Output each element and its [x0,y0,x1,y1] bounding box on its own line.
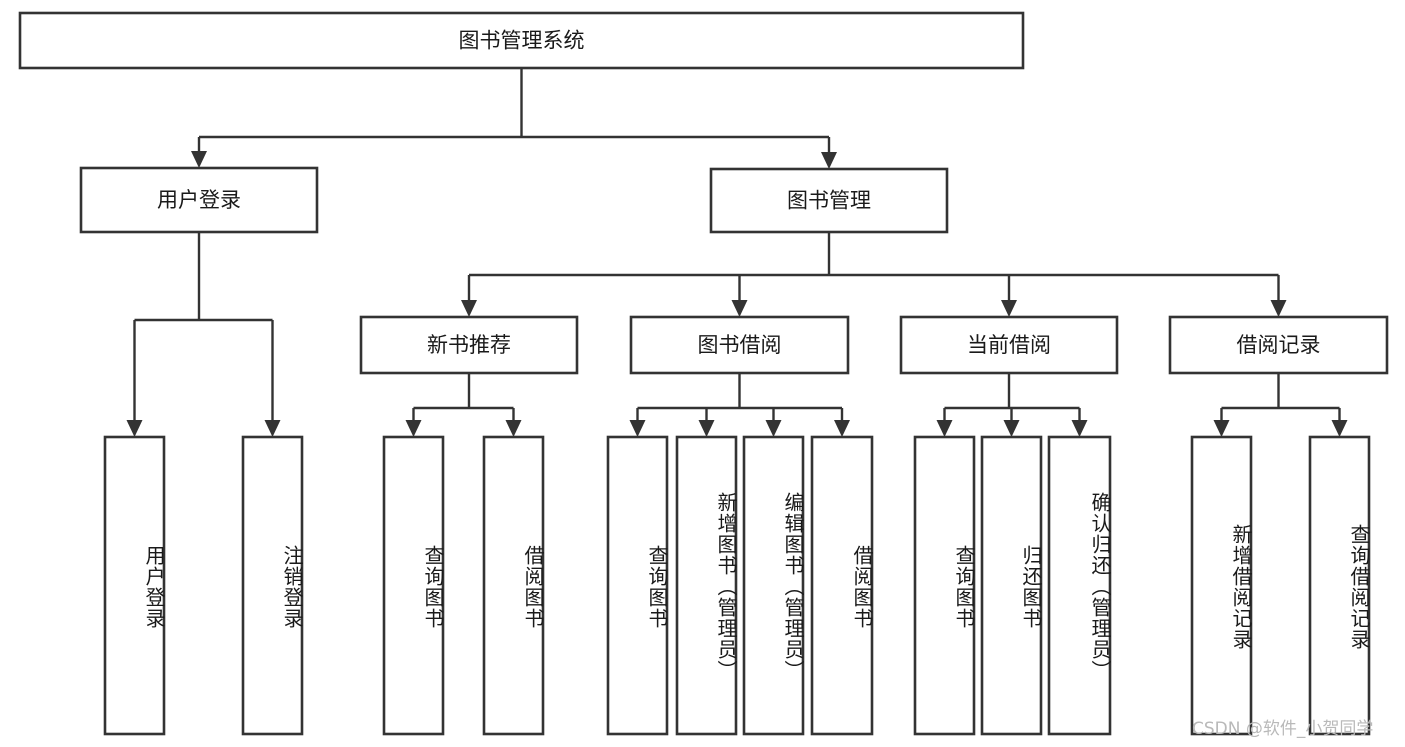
node-confirm-return-admin[interactable] [1047,435,1112,736]
node-query-book-2[interactable] [606,435,669,736]
arrow-head-new-book-recommend [461,300,477,317]
arrow-head-query-borrow-record [1331,420,1348,437]
node-root[interactable] [18,11,1025,70]
node-box-query-borrow-record[interactable] [1308,435,1371,736]
node-box-new-book-recommend[interactable] [359,315,579,375]
node-user-login-do[interactable] [103,435,166,736]
node-box-root[interactable] [18,11,1025,70]
arrow-head-query-book-1 [405,420,422,437]
node-box-borrow-records[interactable] [1168,315,1389,375]
node-box-book-borrow[interactable] [629,315,850,375]
arrow-head-book-borrow [731,300,748,317]
node-box-query-book-1[interactable] [382,435,445,736]
arrow-head-confirm-return-admin [1071,420,1088,437]
node-user-logout[interactable] [241,435,304,736]
node-query-book-3[interactable] [913,435,976,736]
node-add-borrow-record[interactable] [1190,435,1253,736]
node-borrow-book-1[interactable] [482,435,545,736]
arrow-head-edit-book-admin [765,420,782,437]
node-borrow-records[interactable] [1168,315,1389,375]
node-query-book-1[interactable] [382,435,445,736]
node-box-current-borrow[interactable] [899,315,1119,375]
node-box-add-borrow-record[interactable] [1190,435,1253,736]
node-borrow-book-2[interactable] [810,435,874,736]
arrow-head-return-book [1003,420,1020,437]
arrow-head-query-book-3 [936,420,953,437]
node-box-user-login-do[interactable] [103,435,166,736]
node-label-borrow-records: 借阅记录 [1237,333,1321,357]
watermark-text: CSDN @软件_小贺同学 [1192,719,1374,739]
node-add-book-admin[interactable] [675,435,738,736]
arrow-head-borrow-records [1270,300,1287,317]
arrow-head-user-login-do [126,420,143,437]
node-box-return-book[interactable] [980,435,1043,736]
node-box-user-logout[interactable] [241,435,304,736]
node-box-query-book-3[interactable] [913,435,976,736]
arrow-head-borrow-book-1 [505,420,522,437]
node-current-borrow[interactable] [899,315,1119,375]
node-box-borrow-book-1[interactable] [482,435,545,736]
node-new-book-recommend[interactable] [359,315,579,375]
arrow-head-book-management [821,152,837,169]
node-box-edit-book-admin[interactable] [742,435,805,736]
arrow-head-user-login [191,151,207,168]
node-box-add-book-admin[interactable] [675,435,738,736]
arrow-head-current-borrow [1001,300,1017,317]
node-return-book[interactable] [980,435,1043,736]
node-label-user-login: 用户登录 [157,188,241,212]
node-user-login[interactable] [79,166,319,234]
arrow-head-add-borrow-record [1213,420,1230,437]
node-box-user-login[interactable] [79,166,319,234]
arrow-head-query-book-2 [629,420,646,437]
node-box-confirm-return-admin[interactable] [1047,435,1112,736]
node-label-book-borrow: 图书借阅 [698,333,782,357]
arrow-head-borrow-book-2 [834,420,850,437]
node-edit-book-admin[interactable] [742,435,805,736]
node-label-book-management: 图书管理 [787,189,871,213]
arrow-head-user-logout [264,420,281,437]
node-box-book-management[interactable] [709,167,949,234]
connector-layer [126,68,1348,437]
node-box-query-book-2[interactable] [606,435,669,736]
node-book-borrow[interactable] [629,315,850,375]
node-query-borrow-record[interactable] [1308,435,1371,736]
node-book-management[interactable] [709,167,949,234]
node-label-current-borrow: 当前借阅 [967,333,1051,357]
node-box-borrow-book-2[interactable] [810,435,874,736]
node-label-root: 图书管理系统 [459,29,585,53]
arrow-head-add-book-admin [698,420,715,437]
node-label-new-book-recommend: 新书推荐 [427,333,511,357]
